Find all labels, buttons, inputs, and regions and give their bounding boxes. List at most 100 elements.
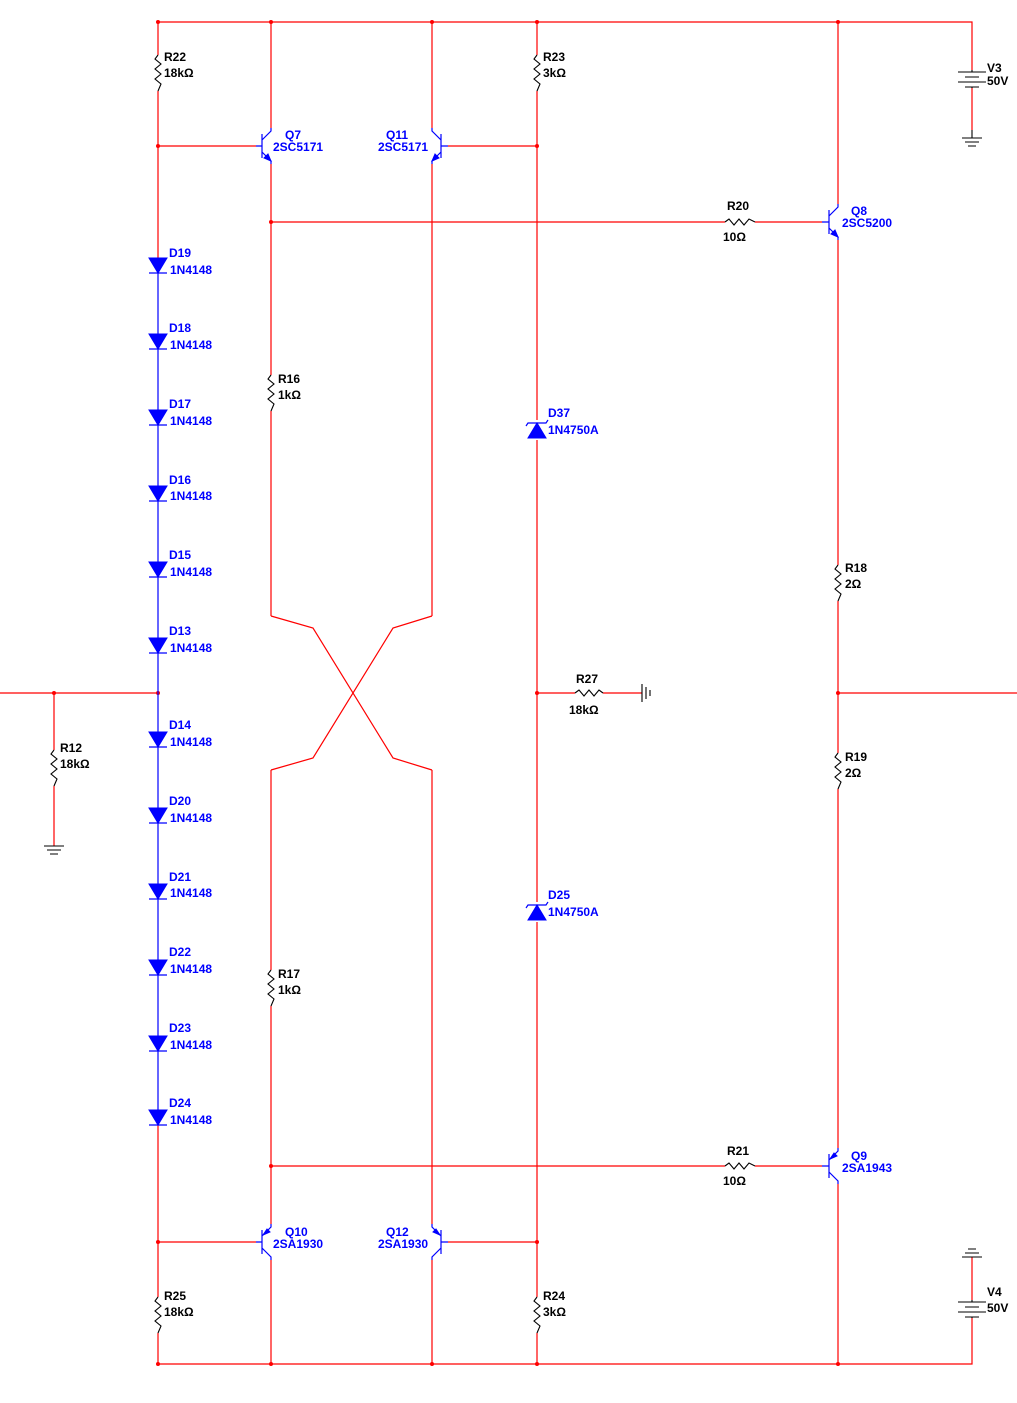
diode-d21: D21 1N4148 (148, 831, 212, 907)
r20-ref: R20 (727, 199, 749, 213)
r27-value: 18kΩ (569, 703, 599, 717)
d17-part: 1N4148 (170, 414, 212, 428)
diode-d13: D13 1N4148 (148, 585, 212, 693)
d21-part: 1N4148 (170, 886, 212, 900)
d25-ref: D25 (548, 888, 570, 902)
diode-d23: D23 1N4148 (148, 983, 212, 1059)
q10-ref: Q10 (285, 1225, 308, 1239)
r18-ref: R18 (845, 561, 867, 575)
q12-part: 2SA1930 (378, 1237, 428, 1251)
d20-ref: D20 (169, 794, 191, 808)
d17-ref: D17 (169, 397, 191, 411)
d18-part: 1N4148 (170, 338, 212, 352)
d19-part: 1N4148 (170, 263, 212, 277)
q11-ref: Q11 (386, 128, 408, 142)
r20-value: 10Ω (723, 230, 746, 244)
resistor-r25: R25 18kΩ (154, 1289, 194, 1334)
d23-ref: D23 (169, 1021, 191, 1035)
q11-part: 2SC5171 (378, 140, 428, 154)
resistor-r23: R23 3kΩ (533, 50, 566, 92)
ground-symbol-v4 (962, 1248, 982, 1258)
q9-ref: Q9 (851, 1149, 867, 1163)
d19-ref: D19 (169, 246, 191, 260)
ground-symbol-v3 (962, 130, 982, 147)
junction-dots (52, 20, 840, 1366)
v3-ref: V3 (987, 61, 1002, 75)
resistor-r20: R20 10Ω (723, 199, 756, 244)
r19-ref: R19 (845, 750, 867, 764)
d23-part: 1N4148 (170, 1038, 212, 1052)
zener-d37: D37 1N4750A (525, 406, 599, 439)
r12-ref: R12 (60, 741, 82, 755)
wires (0, 21, 1017, 1365)
r24-value: 3kΩ (543, 1305, 566, 1319)
d18-ref: D18 (169, 321, 191, 335)
d24-part: 1N4148 (170, 1113, 212, 1127)
r22-value: 18kΩ (164, 66, 194, 80)
r27-ref: R27 (576, 672, 598, 686)
d25-part: 1N4750A (548, 905, 599, 919)
d15-part: 1N4148 (170, 565, 212, 579)
r23-ref: R23 (543, 50, 565, 64)
resistor-r22: R22 18kΩ (154, 50, 194, 92)
diode-d17: D17 1N4148 (148, 357, 212, 433)
diode-d19: D19 1N4148 (148, 246, 212, 281)
resistor-r18: R18 2Ω (834, 561, 867, 602)
q12-ref: Q12 (386, 1225, 409, 1239)
transistor-q12: Q12 2SA1930 (378, 1224, 448, 1260)
diode-d22: D22 1N4148 (148, 907, 212, 983)
d16-part: 1N4148 (170, 489, 212, 503)
d20-part: 1N4148 (170, 811, 212, 825)
r22-ref: R22 (164, 50, 186, 64)
d22-part: 1N4148 (170, 962, 212, 976)
r19-value: 2Ω (845, 766, 862, 780)
diode-d14: D14 1N4148 (148, 693, 212, 755)
resistor-r12: R12 18kΩ (50, 741, 90, 787)
r24-ref: R24 (543, 1289, 565, 1303)
transistor-q11: Q11 2SC5171 (378, 128, 448, 164)
d37-ref: D37 (548, 406, 570, 420)
ground-symbol-r27 (641, 684, 651, 702)
v4-ref: V4 (987, 1285, 1002, 1299)
d15-ref: D15 (169, 548, 191, 562)
q7-ref: Q7 (285, 128, 301, 142)
r23-value: 3kΩ (543, 66, 566, 80)
q7-part: 2SC5171 (273, 140, 323, 154)
d13-ref: D13 (169, 624, 191, 638)
d22-ref: D22 (169, 945, 191, 959)
r17-value: 1kΩ (278, 983, 301, 997)
q8-part: 2SC5200 (842, 216, 892, 230)
transistor-q7: Q7 2SC5171 (256, 128, 323, 164)
d24-ref: D24 (169, 1096, 191, 1110)
d14-ref: D14 (169, 718, 191, 732)
r16-value: 1kΩ (278, 388, 301, 402)
r17-ref: R17 (278, 967, 300, 981)
resistor-r17: R17 1kΩ (267, 967, 301, 1007)
zener-d25: D25 1N4750A (525, 888, 599, 921)
diode-d20: D20 1N4148 (148, 755, 212, 831)
d21-ref: D21 (169, 870, 191, 884)
q9-part: 2SA1943 (842, 1161, 892, 1175)
transistor-q10: Q10 2SA1930 (256, 1224, 323, 1260)
d13-part: 1N4148 (170, 641, 212, 655)
ground-symbol-r12 (44, 845, 64, 855)
r21-ref: R21 (727, 1144, 749, 1158)
r18-value: 2Ω (845, 577, 862, 591)
resistor-r16: R16 1kΩ (267, 372, 301, 412)
d16-ref: D16 (169, 473, 191, 487)
v3-value: 50V (987, 74, 1008, 88)
r21-value: 10Ω (723, 1174, 746, 1188)
d37-part: 1N4750A (548, 423, 599, 437)
d14-part: 1N4148 (170, 735, 212, 749)
diode-d15: D15 1N4148 (148, 509, 212, 585)
resistor-r27: R27 18kΩ (569, 672, 604, 717)
r16-ref: R16 (278, 372, 300, 386)
q10-part: 2SA1930 (273, 1237, 323, 1251)
transistor-q8: Q8 2SC5200 (822, 204, 892, 240)
resistor-r19: R19 2Ω (834, 750, 867, 790)
source-v4: V4 50V (958, 1285, 1008, 1318)
resistor-r21: R21 10Ω (723, 1144, 756, 1188)
q8-ref: Q8 (851, 204, 867, 218)
diode-d16: D16 1N4148 (148, 433, 212, 509)
